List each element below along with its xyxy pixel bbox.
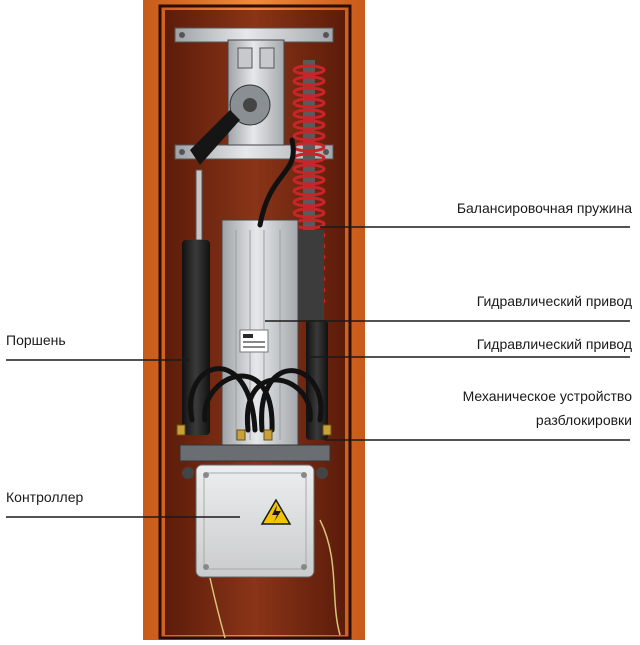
spring-coil xyxy=(292,163,326,175)
spring-coil xyxy=(292,207,326,219)
spring-coil xyxy=(292,196,326,208)
bottom-wires xyxy=(209,519,341,639)
label-controller: Контроллер xyxy=(6,489,84,505)
high-voltage-warning-icon xyxy=(260,498,292,525)
brass-fittings xyxy=(176,424,332,441)
label-leader-lines xyxy=(6,226,630,518)
controller-box xyxy=(195,464,315,578)
lower-bracket xyxy=(179,444,331,462)
piston-rod xyxy=(195,169,203,241)
spring-coil xyxy=(292,185,326,197)
spring-coil xyxy=(292,174,326,186)
spring-coil xyxy=(292,130,326,142)
label-mechanical-release-line1: Механическое устройство xyxy=(462,388,632,404)
hydraulic-hoses xyxy=(188,137,324,433)
spring-coil xyxy=(292,86,326,98)
label-mechanical-release-line2: разблокировки xyxy=(535,412,632,428)
label-hydraulic-drive-2: Гидравлический привод xyxy=(476,336,632,352)
spring-coil xyxy=(292,64,326,76)
label-hydraulic-drive-1: Гидравлический привод xyxy=(476,293,632,309)
spring-coil xyxy=(292,119,326,131)
piston-cylinder xyxy=(182,240,210,435)
spring-coil xyxy=(292,108,326,120)
door-frame xyxy=(158,4,352,640)
plate-bolts xyxy=(179,32,329,155)
spring-coil xyxy=(292,75,326,87)
label-balancing-spring: Балансировочная пружина xyxy=(456,200,632,216)
lever-arm xyxy=(190,110,240,165)
label-piston: Поршень xyxy=(6,332,66,348)
spring-coil xyxy=(292,97,326,109)
hub-center xyxy=(243,98,257,112)
shock-body xyxy=(298,230,324,320)
